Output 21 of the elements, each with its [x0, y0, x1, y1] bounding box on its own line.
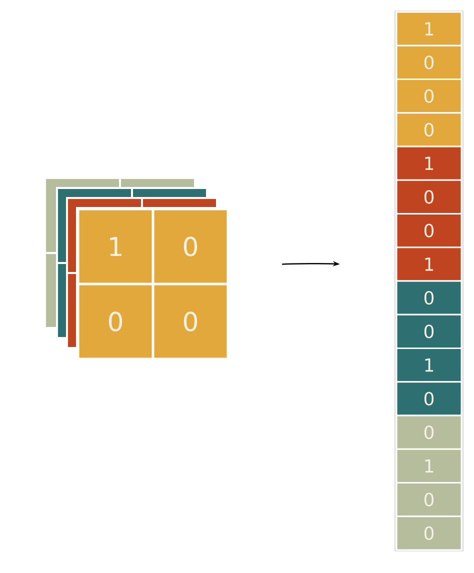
vector-cell: 0	[396, 516, 462, 551]
vector-cell: 0	[396, 78, 462, 114]
vector-cell: 0	[396, 414, 462, 450]
vector-cell: 0	[396, 213, 462, 248]
vector-cell: 0	[396, 112, 462, 148]
vector-cell: 0	[396, 44, 462, 80]
grid-cell: 1	[78, 208, 154, 284]
grid-cell: 0	[78, 284, 154, 360]
vector-cell: 0	[396, 280, 462, 316]
vector-cell: 0	[396, 381, 462, 416]
grid-cell: 0	[152, 208, 228, 284]
vector-cell: 1	[396, 348, 462, 383]
vector-cell: 1	[396, 146, 462, 181]
feature-map-stack	[44, 177, 229, 360]
vector-cell: 1	[396, 246, 462, 282]
vector-cell: 0	[396, 314, 462, 349]
grid-cell: 0	[152, 284, 228, 360]
vector-cell: 1	[396, 448, 462, 484]
vector-cell: 0	[396, 179, 462, 214]
vector-cell: 0	[396, 482, 462, 518]
vector-cell: 1	[396, 11, 462, 46]
